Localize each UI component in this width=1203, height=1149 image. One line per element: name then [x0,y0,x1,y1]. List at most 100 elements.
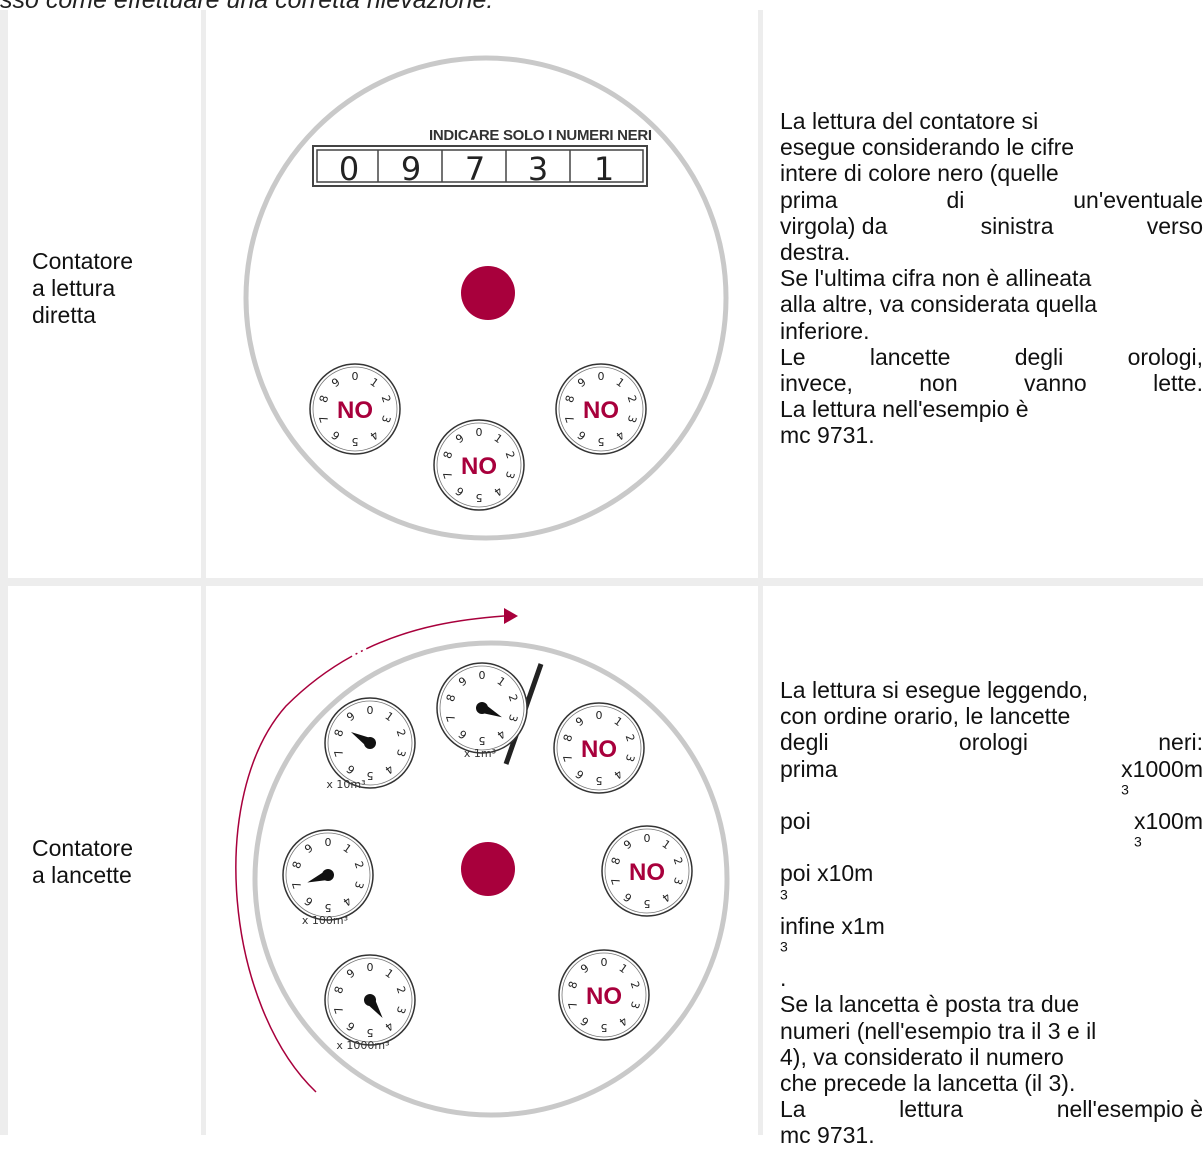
meter-reading-table: Contatore a lettura diretta INDICARE SOL… [0,10,1203,1148]
dial-digit: 5 [644,897,651,910]
dial-digit: 8 [290,860,305,871]
desc-line: con ordine orario, le lancette [780,703,1071,730]
dial-digit: 2 [394,728,409,739]
dial-digit: 2 [671,856,686,867]
dial-digit: 2 [625,394,640,405]
table-row-direct-reading: Contatore a lettura diretta INDICARE SOL… [0,10,1203,578]
dial-digit: 7 [441,470,456,481]
dial-label-x1: x 1m³ [464,747,496,760]
dial-digit: 8 [566,980,581,991]
dial-digit: 3 [506,713,521,724]
dial-digit: 5 [479,734,486,747]
dial-digit: 7 [444,713,459,724]
dial-digit: 7 [566,1000,581,1011]
desc-line: destra. [780,239,851,266]
dial-digit: 3 [379,414,394,425]
dial-digit: 5 [367,1026,374,1039]
dial-digit: 8 [332,728,347,739]
center-red-dot [461,842,515,896]
dial-digit: 8 [561,733,576,744]
dial-digit: 0 [598,370,605,383]
dial-digit: 8 [609,856,624,867]
counter-digit: 7 [465,150,485,188]
desc-line: Se la lancetta è posta tra due [780,991,1080,1018]
counter-digit: 9 [401,150,421,188]
dial-digit: 7 [332,748,347,759]
dial-no-text: NO [586,983,622,1010]
dial-label-x1000: x 1000m³ [336,1039,389,1052]
description-cell: La lettura si esegue leggendo, con ordin… [763,586,1203,1148]
dial-digit: 0 [352,370,359,383]
counter-digit: 0 [339,150,359,188]
dial-digit: 3 [628,1000,643,1011]
desc-line: La lettura nell'esempio è [780,396,1029,423]
desc-line: La lettura si esegue leggendo, [780,677,1089,703]
description-cell: La lettura del contatore si esegue consi… [763,10,1203,578]
dial-digit: 0 [596,709,603,722]
label-line: Contatore [32,835,134,861]
dial-no-text: NO [583,397,619,424]
dial-reading-description: La lettura si esegue leggendo, con ordin… [780,677,1203,1149]
dial-digit: 0 [644,832,651,845]
label-line: Contatore [32,248,134,274]
meter-type-label: Contatore a lancette [32,835,133,889]
dial-digit: 7 [561,753,576,764]
dial-label-x100: x 100m³ [302,914,348,927]
dial-digit: 5 [598,435,605,448]
dial-digit: 5 [601,1021,608,1034]
arrow-head [504,608,518,624]
dial-digit: 0 [367,961,374,974]
dial-no-text: NO [461,453,497,480]
dial-digit: 8 [441,450,456,461]
dial-digit: 8 [317,394,332,405]
label-cell: Contatore a lancette [8,586,201,1135]
clockwise-arrow [235,615,505,1093]
meter-caption: INDICARE SOLO I NUMERI NERI [429,127,652,144]
dial-digit: 0 [325,836,332,849]
label-line: a lettura [32,275,116,301]
desc-line: mc 9731. [780,422,875,449]
dial-digit: 8 [563,394,578,405]
dial-digit: 2 [506,693,521,704]
dial-digit: 5 [352,435,359,448]
desc-line: mc 9731. [780,1122,875,1149]
desc-line: 4), va considerato il numero [780,1043,1064,1070]
dial-digit: 3 [671,876,686,887]
dial-digit: 5 [596,774,603,787]
dial-digit: 3 [623,753,638,764]
dial-digit: 2 [352,860,367,871]
dial-digit: 8 [332,985,347,996]
dial-digit: 0 [479,669,486,682]
dial-digit: 7 [609,876,624,887]
dial-digit: 3 [394,1005,409,1016]
dial-digit: 8 [444,693,459,704]
dial-digit: 5 [476,491,483,504]
desc-line: La lettura del contatore si [780,108,1039,134]
center-red-dot [461,266,515,320]
dial-digit: 3 [352,880,367,891]
dial-label-x10: x 10m³ [326,778,365,791]
dial-digit: 5 [367,769,374,782]
label-line: diretta [32,302,96,328]
digit-counter [312,145,648,187]
dial-digit: 2 [628,980,643,991]
dial-digit: 2 [623,733,638,744]
desc-line: Se l'ultima cifra non è allineata [780,265,1092,292]
